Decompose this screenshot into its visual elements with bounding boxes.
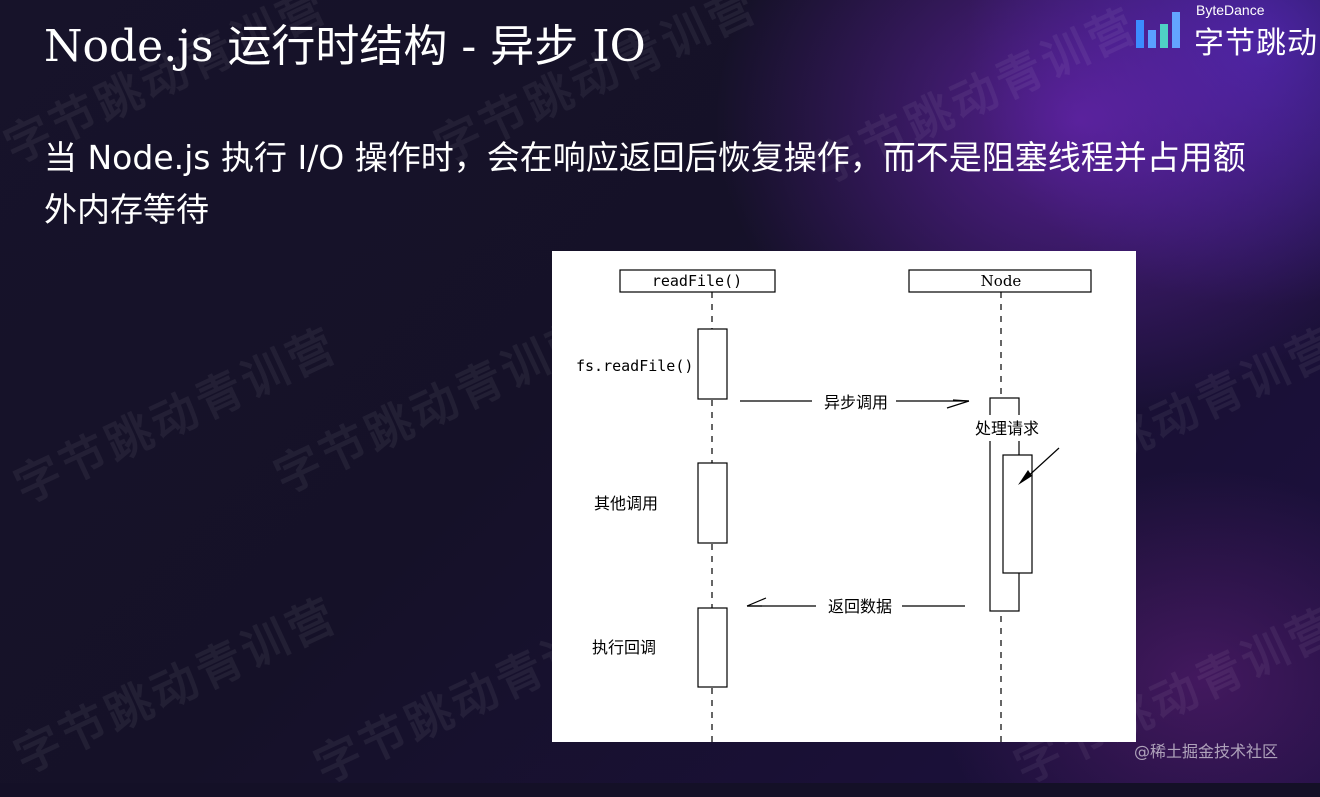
bytedance-bars-icon bbox=[1136, 12, 1180, 48]
annotation-arrowhead bbox=[1018, 470, 1032, 485]
label-other-calls: 其他调用 bbox=[594, 494, 658, 513]
lifeline-label-node: Node bbox=[981, 272, 1022, 290]
lifeline-header-node bbox=[908, 269, 1092, 293]
message-return-arrowhead bbox=[746, 597, 767, 607]
message-async-call-arrowhead bbox=[946, 399, 970, 409]
body-text: 当 Node.js 执行 I/O 操作时，会在响应返回后恢复操作，而不是阻塞线程… bbox=[44, 138, 1246, 229]
activation-node-inner bbox=[1002, 454, 1033, 574]
lifeline-label-readfile: readFile() bbox=[652, 272, 742, 290]
activation-other-calls bbox=[697, 462, 728, 544]
label-process-request: 处理请求 bbox=[975, 419, 1039, 438]
label-async-call: 异步调用 bbox=[824, 393, 888, 412]
activation-fs-readfile bbox=[697, 328, 728, 400]
sequence-diagram: readFile() Node fs.readFile() 其他调用 执行回调 … bbox=[552, 251, 1136, 742]
label-bg-process bbox=[968, 415, 1048, 441]
logo-chinese-text: 字节跳动 bbox=[1194, 26, 1318, 61]
slide-title: Node.js 运行时结构 - 异步 IO bbox=[44, 21, 646, 72]
label-return-data: 返回数据 bbox=[828, 597, 892, 616]
label-fs-readfile: fs.readFile() bbox=[576, 357, 693, 375]
lifeline-header-readfile bbox=[619, 269, 776, 293]
label-bg-async-call bbox=[814, 391, 894, 413]
activation-callback bbox=[697, 607, 728, 688]
label-execute-callback: 执行回调 bbox=[592, 638, 656, 657]
logo-english-text: ByteDance bbox=[1196, 2, 1265, 18]
label-bg-return-data bbox=[818, 596, 900, 618]
footer-credit: @稀土掘金技术社区 bbox=[1134, 742, 1279, 761]
